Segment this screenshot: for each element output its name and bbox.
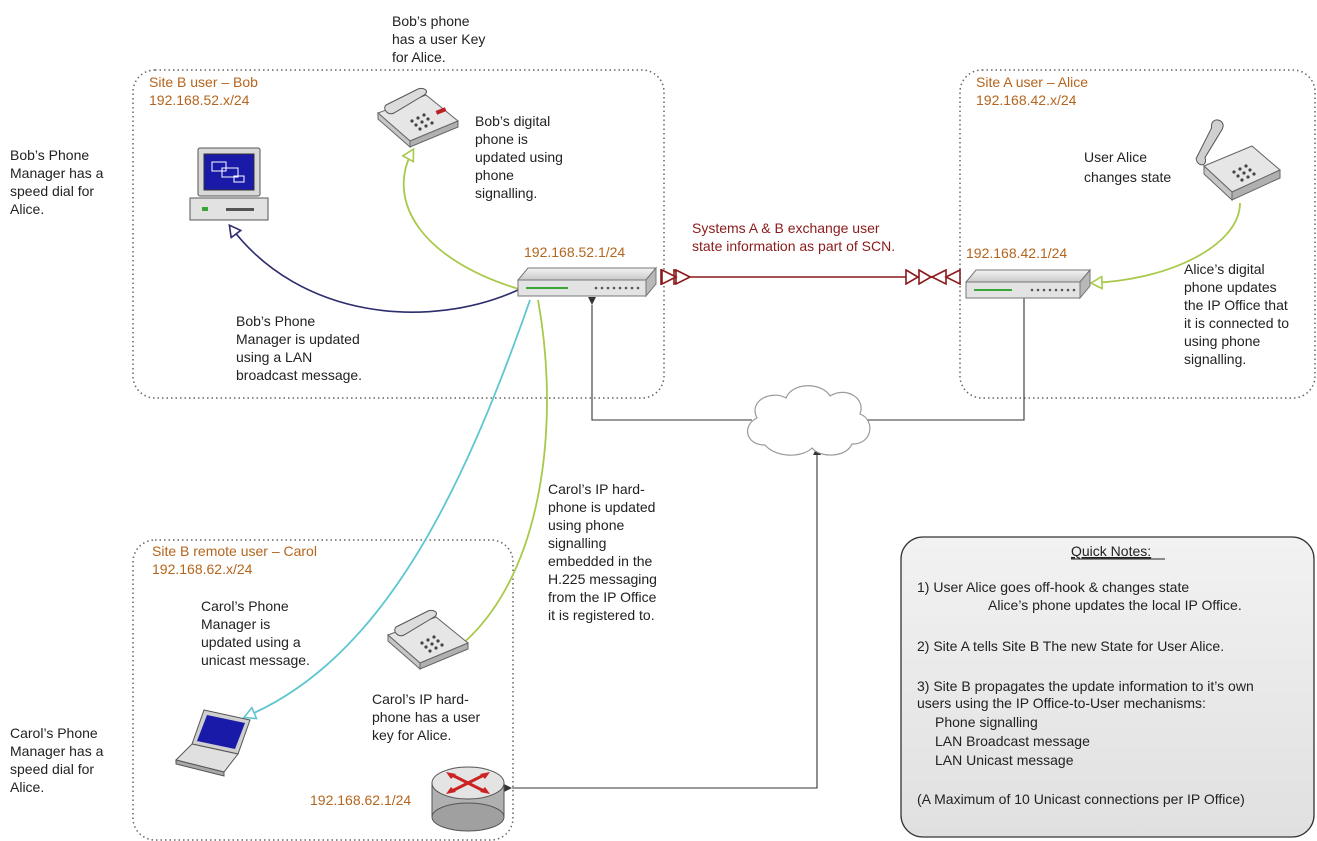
- text-line: updated using a: [201, 634, 301, 650]
- text-line: phone has a user: [372, 709, 481, 725]
- text-line: using phone: [548, 517, 625, 533]
- text-line: the IP Office that: [1184, 297, 1288, 313]
- text-line: phone is: [475, 131, 528, 147]
- carol-unicast-line: [245, 299, 531, 717]
- text-line: has a user Key: [392, 31, 485, 47]
- site-a-boundary: [959, 69, 1316, 399]
- alice-changes-label: User Alice changes state: [1084, 149, 1171, 185]
- alice-digital-label: Alice’s digital phone updates the IP Offic…: [1184, 261, 1289, 367]
- text-line: signalling.: [1184, 351, 1246, 367]
- text-line: Alice’s digital: [1184, 261, 1265, 277]
- site-b-boundary: [132, 69, 665, 399]
- note-2: 2) Site A tells Site B The new State for…: [917, 638, 1224, 654]
- text-line: Manager is updated: [236, 331, 360, 347]
- mechanism-1: Phone signalling: [935, 714, 1038, 730]
- text-line: Alice.: [10, 779, 44, 795]
- handset-phone-icon: [1195, 119, 1281, 202]
- desk-phone-icon: [377, 88, 459, 149]
- text-line: signalling.: [475, 185, 537, 201]
- site-b-remote-title: Site B remote user – Carol: [152, 543, 317, 559]
- text-line: broadcast message.: [236, 367, 362, 383]
- text-line: speed dial for: [10, 761, 94, 777]
- text-line: Bob’s digital: [475, 113, 550, 129]
- text-line: H.225 messaging: [548, 571, 657, 587]
- router-c-ip: 192.168.62.1/24: [310, 792, 411, 808]
- mechanism-2: LAN Broadcast message: [935, 733, 1090, 749]
- bob-phone-key-label: Bob’s phone has a user Key for Alice.: [392, 13, 485, 65]
- network-switch-icon: [516, 266, 658, 298]
- switch-a-ip: 192.168.42.1/24: [966, 245, 1067, 261]
- site-a-subnet: 192.168.42.x/24: [976, 92, 1077, 108]
- carol-phone-signal-line: [455, 299, 548, 650]
- text-line: phone is updated: [548, 499, 655, 515]
- text-line: speed dial for: [10, 183, 94, 199]
- site-b-remote-subnet: 192.168.62.x/24: [152, 561, 253, 577]
- text-line: Alice.: [10, 201, 44, 217]
- note-1a: 1) User Alice goes off-hook & changes st…: [917, 579, 1189, 595]
- text-line: using a LAN: [236, 349, 312, 365]
- bob-broadcast-line: [230, 226, 519, 313]
- text-line: Bob’s phone: [392, 13, 470, 29]
- bob-digital-label: Bob’s digital phone is updated using phone s…: [475, 113, 563, 201]
- text-line: Carol’s IP hard-: [548, 481, 645, 497]
- note-3b: users using the IP Office-to-User mechan…: [917, 695, 1206, 711]
- carol-ip-updated-label: Carol’s IP hard-phone is updated using ph…: [548, 481, 657, 623]
- link-switch-b-cloud: [588, 297, 752, 421]
- bob-phone-signal-line: [404, 150, 523, 291]
- text-line: signalling: [548, 535, 606, 551]
- site-b-title: Site B user – Bob: [149, 74, 258, 90]
- note-max: (A Maximum of 10 Unicast connections per…: [917, 791, 1245, 807]
- text-line: embedded in the: [548, 553, 653, 569]
- text-line: it is connected to: [1184, 315, 1289, 331]
- desktop-computer-icon: [189, 147, 269, 221]
- text-line: from the IP Office: [548, 589, 657, 605]
- note-3a: 3) Site B propagates the update informat…: [917, 678, 1254, 694]
- text-line: Systems A & B exchange user: [692, 220, 880, 236]
- text-line: for Alice.: [392, 49, 446, 65]
- site-b-remote-boundary: [132, 539, 514, 841]
- text-line: phone updates: [1184, 279, 1277, 295]
- desk-phone-icon: [387, 610, 469, 671]
- text-line: updated using: [475, 149, 563, 165]
- scn-exchange-label: Systems A & B exchange user state informa…: [692, 220, 895, 254]
- cloud-icon: [747, 385, 871, 456]
- mechanism-3: LAN Unicast message: [935, 752, 1074, 768]
- carol-ip-key-label: Carol’s IP hard-phone has a user key for …: [372, 691, 481, 743]
- text-line: key for Alice.: [372, 727, 451, 743]
- site-a-title: Site A user – Alice: [976, 74, 1088, 90]
- text-line: Carol’s Phone: [10, 725, 98, 741]
- link-router-cloud: [504, 447, 821, 792]
- text-line: Manager is: [201, 616, 270, 632]
- text-line: it is registered to.: [548, 607, 655, 623]
- network-switch-icon: [964, 268, 1092, 300]
- alice-phone-signal-line: [1092, 202, 1241, 283]
- note-1b: Alice’s phone updates the local IP Offic…: [988, 597, 1242, 613]
- text-line: using phone: [1184, 333, 1261, 349]
- text-line: User Alice: [1084, 149, 1147, 165]
- text-line: changes state: [1084, 169, 1171, 185]
- switch-b-ip: 192.168.52.1/24: [524, 244, 625, 260]
- text-line: Manager has a: [10, 743, 104, 759]
- text-line: Carol’s Phone: [201, 598, 289, 614]
- text-line: Bob’s Phone: [10, 147, 89, 163]
- quick-notes-title: Quick Notes:: [1071, 543, 1151, 559]
- router-icon: [431, 766, 505, 832]
- quick-notes-panel: Quick Notes: 1) User Alice goes off-hook…: [900, 536, 1315, 838]
- text-line: Manager has a: [10, 165, 104, 181]
- link-cloud-switch-a: [866, 298, 1025, 421]
- text-line: phone: [475, 167, 514, 183]
- text-line: state information as part of SCN.: [692, 238, 895, 254]
- text-line: Bob’s Phone: [236, 313, 315, 329]
- text-line: unicast message.: [201, 652, 310, 668]
- site-b-subnet: 192.168.52.x/24: [149, 92, 250, 108]
- laptop-icon: [175, 709, 251, 777]
- text-line: Carol’s IP hard-: [372, 691, 469, 707]
